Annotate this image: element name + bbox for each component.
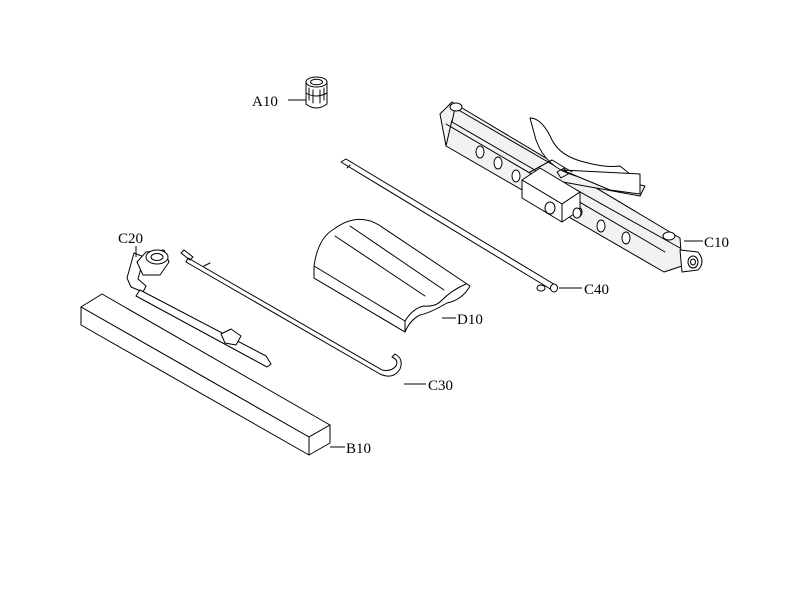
label-c10: C10 bbox=[704, 235, 729, 251]
label-c20: C20 bbox=[118, 231, 143, 247]
label-a10: A10 bbox=[252, 94, 278, 110]
label-d10: D10 bbox=[457, 312, 483, 328]
label-c40: C40 bbox=[584, 282, 609, 298]
jack-crank-rod[interactable] bbox=[340, 158, 558, 293]
tow-hook-rod[interactable] bbox=[180, 249, 402, 377]
scissor-jack[interactable] bbox=[439, 101, 703, 273]
foam-block[interactable] bbox=[80, 293, 331, 456]
label-b10: B10 bbox=[346, 441, 371, 457]
label-c30: C30 bbox=[428, 378, 453, 394]
wheel-lock-socket[interactable] bbox=[305, 76, 328, 109]
foam-cover[interactable] bbox=[313, 218, 471, 333]
wheel-brace[interactable] bbox=[126, 249, 272, 368]
